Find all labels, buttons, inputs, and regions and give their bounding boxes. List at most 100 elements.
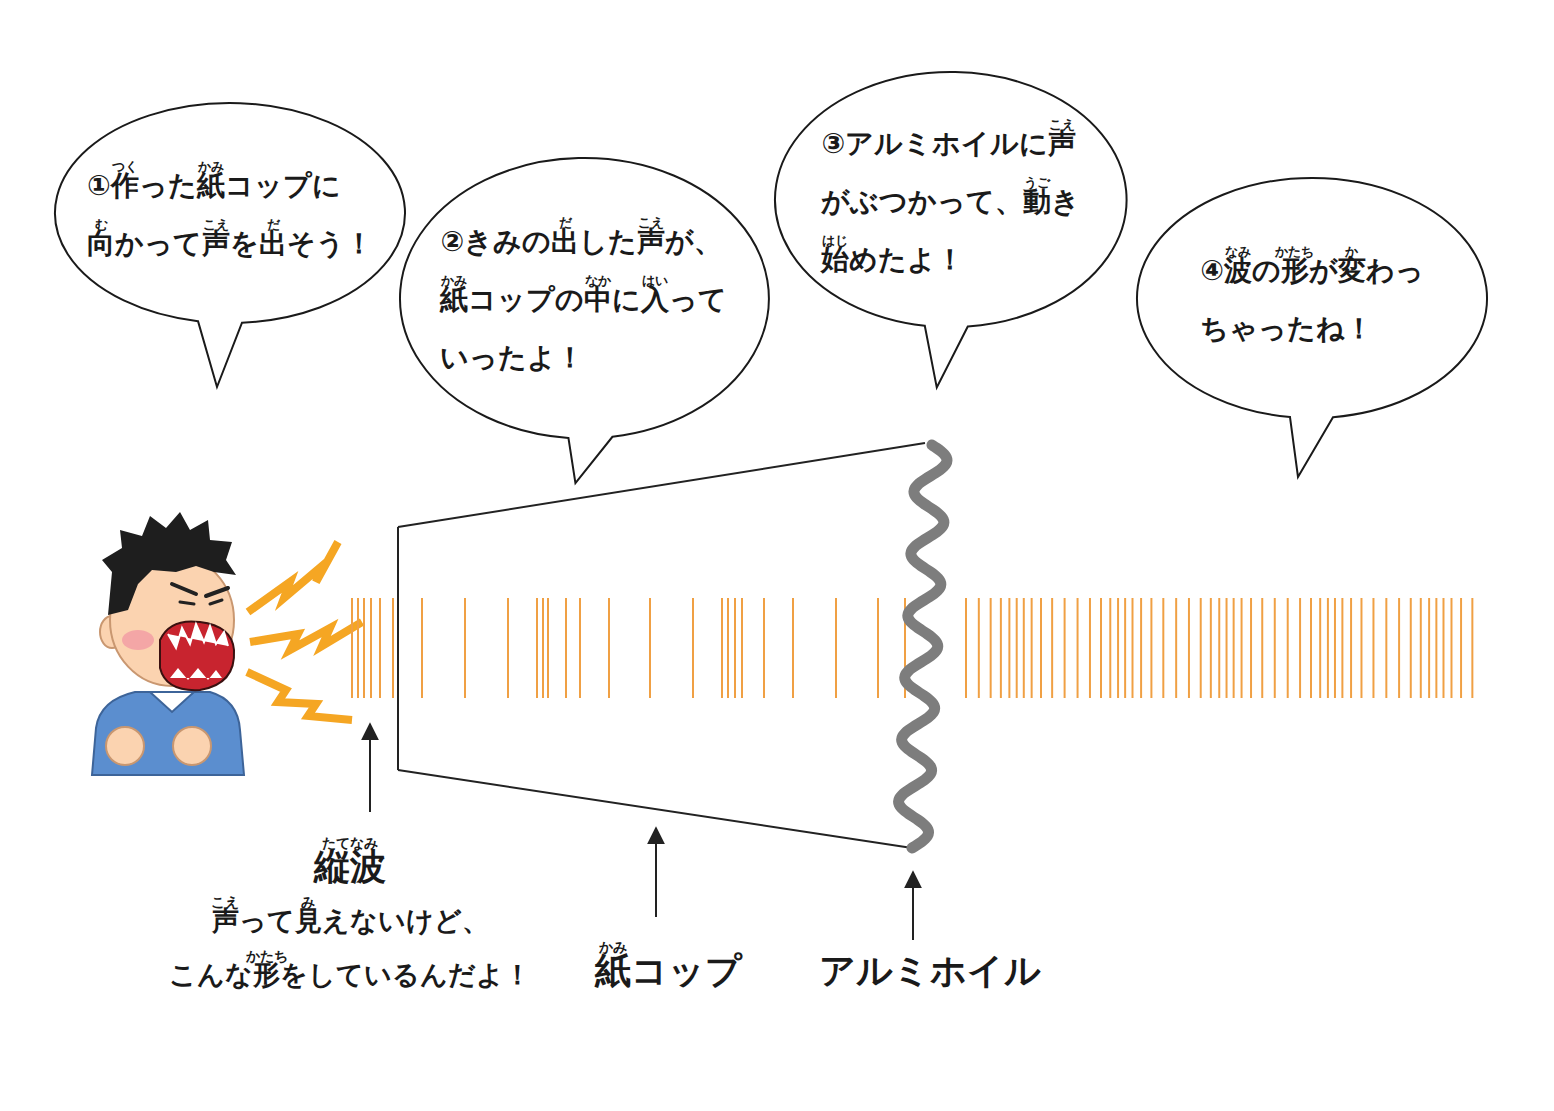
wave-line — [741, 598, 743, 698]
wave-line — [1175, 598, 1177, 698]
wave-line — [792, 598, 794, 698]
wave-line — [1471, 598, 1473, 698]
furigana: かみ — [198, 160, 224, 173]
wave-line — [1274, 598, 1276, 698]
wave-line — [1031, 598, 1033, 698]
wave-line — [1023, 598, 1025, 698]
wave-line — [763, 598, 765, 698]
wave-line — [1372, 598, 1374, 698]
furigana: はい — [642, 274, 668, 287]
fist — [106, 727, 144, 765]
label-text: 紙コップ — [595, 947, 742, 994]
wave-line — [579, 598, 581, 698]
furigana: む — [95, 218, 108, 231]
wave-line — [351, 598, 353, 698]
wave-line — [1420, 598, 1422, 698]
bubble-shape — [400, 158, 769, 483]
hair — [102, 512, 236, 615]
wave-line — [370, 598, 372, 698]
wave-line — [1350, 598, 1352, 698]
wave-line — [542, 598, 544, 698]
wave-line — [1132, 598, 1134, 698]
wave-line — [1008, 598, 1010, 698]
speech-bubble: ①作った紙コップに 向かって声を出そう！つくかみむこえだ — [52, 102, 408, 391]
wave-line — [507, 598, 509, 698]
leader-arrow — [912, 872, 914, 940]
wave-line — [1233, 598, 1235, 698]
wave-line — [357, 598, 359, 698]
wave-line — [1000, 598, 1002, 698]
furigana: か — [1345, 245, 1358, 258]
wave-line — [608, 598, 610, 698]
text-line: 紙コップの中に入って — [440, 271, 727, 329]
wave-line — [1016, 598, 1018, 698]
collar — [150, 692, 194, 712]
furigana: こえ — [1049, 118, 1075, 131]
wave-line — [1051, 598, 1053, 698]
shout-bolt — [247, 672, 352, 720]
foil-sheet — [899, 445, 947, 848]
wave-line — [965, 598, 967, 698]
text-line: ③アルミホイルに声 — [821, 115, 1076, 173]
wave-line — [1450, 598, 1452, 698]
eyebrow — [172, 584, 196, 594]
wave-line — [392, 598, 394, 698]
wave-line — [1218, 598, 1220, 698]
speech-bubble: ②きみの出した声が、 紙コップの中に入って いったよ！だこえかみなかはい — [397, 157, 772, 487]
wave-line — [1299, 598, 1301, 698]
wave-line — [1100, 598, 1102, 698]
shout-bolt — [250, 622, 362, 650]
speech-bubble: ④波の形が変わっ ちゃったね！なみかたちか — [1134, 177, 1490, 481]
wave-line — [547, 598, 549, 698]
wave-line — [835, 598, 837, 698]
wave-line — [1188, 598, 1190, 698]
wave-line — [721, 598, 723, 698]
furigana: はじ — [822, 234, 848, 247]
text-line: 声って見えないけど、 — [212, 894, 489, 948]
wave-line — [727, 598, 729, 698]
furigana: だ — [267, 218, 280, 231]
wave-line — [1319, 598, 1321, 698]
label-text: アルミホイル — [819, 947, 1041, 994]
text-line: 向かって声を出そう！ — [87, 215, 373, 273]
teeth — [170, 668, 222, 680]
wave-line — [990, 598, 992, 698]
wave-line — [877, 598, 879, 698]
eyebrow — [206, 588, 228, 596]
wave-line — [565, 598, 567, 698]
bubble-text: ②きみの出した声が、 紙コップの中に入って いったよ！ — [440, 213, 727, 387]
wave-line — [1410, 598, 1412, 698]
wave-line — [1109, 598, 1111, 698]
fist — [173, 727, 211, 765]
text-line: ②きみの出した声が、 — [440, 213, 722, 271]
wave-line — [1140, 598, 1142, 698]
teeth — [168, 624, 228, 648]
wave-line — [1327, 598, 1329, 698]
wave-line — [1435, 598, 1437, 698]
furigana: こえ — [638, 216, 664, 229]
text-line: 紙コップ — [595, 947, 742, 994]
cheek — [122, 630, 154, 650]
wave-line — [1210, 598, 1212, 698]
wave-line — [1428, 598, 1430, 698]
bubble-shape — [55, 103, 405, 387]
cup-edge — [398, 443, 925, 527]
wave-line — [1341, 598, 1343, 698]
wave-line — [978, 598, 980, 698]
furigana: なみ — [1225, 245, 1251, 258]
wave-line — [1287, 598, 1289, 698]
leader-arrow — [369, 724, 371, 812]
furigana: なか — [585, 274, 611, 287]
mouth — [160, 621, 234, 690]
cup-edge — [397, 527, 399, 770]
text-line: 縦波 — [314, 843, 386, 890]
wave-line — [1310, 598, 1312, 698]
furigana: かたち — [1275, 245, 1314, 258]
shout-bolt — [248, 542, 338, 612]
wave-line — [1385, 598, 1387, 698]
text-line: いったよ！ — [440, 329, 584, 387]
shirt — [92, 692, 244, 775]
shout-marks — [247, 542, 362, 720]
